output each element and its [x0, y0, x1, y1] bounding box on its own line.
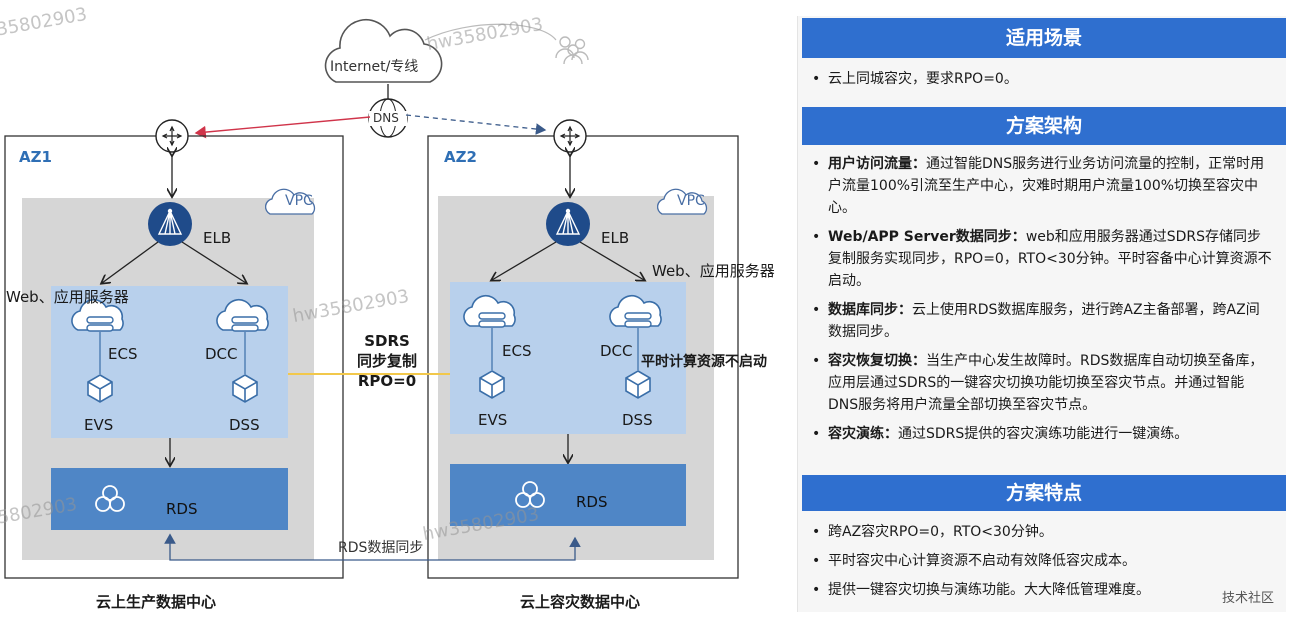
- item-text: web和应用服务器通过SDRS存储同步复制服务实现同步，RPO=0，RTO<30…: [828, 229, 1272, 289]
- az2-dcc-label: DCC: [600, 342, 633, 360]
- az2-vpc-label: VPC: [677, 193, 705, 209]
- az2-elb-icon: [545, 201, 591, 247]
- list-item: 跨AZ容灾RPO=0，RTO<30分钟。: [810, 521, 1272, 543]
- az1-web-label: Web、应用服务器: [6, 288, 129, 306]
- dns-label: DNS: [373, 111, 399, 125]
- az2-dss-label: DSS: [622, 411, 653, 429]
- az2-evs-icon: [479, 370, 505, 399]
- item-heading: 容灾演练：: [828, 426, 898, 442]
- az2-rds-label: RDS: [576, 493, 608, 511]
- az1-rds-block: [51, 468, 288, 530]
- scenario-header: 适用场景: [802, 18, 1286, 58]
- az1-dss-label: DSS: [229, 416, 260, 434]
- az2-router-icon: [553, 119, 587, 153]
- list-item: 提供一键容灾切换与演练功能。大大降低管理难度。: [810, 579, 1272, 601]
- sdrs-line-1: SDRS: [364, 332, 410, 350]
- list-item: 容灾演练：通过SDRS提供的容灾演练功能进行一键演练。: [810, 423, 1272, 445]
- az1-rds-label: RDS: [166, 500, 198, 518]
- item-heading: 用户访问流量：: [828, 156, 926, 172]
- item-heading: Web/APP Server数据同步：: [828, 229, 1026, 245]
- internet-label: Internet/专线: [330, 59, 419, 75]
- az2-elb-label: ELB: [601, 229, 630, 247]
- dns-globe-icon: [368, 98, 408, 138]
- az1-router-icon: [155, 119, 189, 153]
- list-item: 用户访问流量：通过智能DNS服务进行业务访问流量的控制，正常时用户流量100%引…: [810, 153, 1272, 219]
- sdrs-line-3: RPO=0: [357, 372, 417, 390]
- az1-ecs-label: ECS: [108, 345, 138, 363]
- info-panel: 适用场景 云上同城容灾，要求RPO=0。 方案架构 用户访问流量：通过智能DNS…: [797, 16, 1286, 612]
- item-text: 通过智能DNS服务进行业务访问流量的控制，正常时用户流量100%引流至生产中心，…: [828, 156, 1265, 216]
- az1-evs-label: EVS: [84, 416, 114, 434]
- az2-ecs-label: ECS: [502, 342, 532, 360]
- az2-dss-icon: [625, 370, 651, 399]
- az2-web-label: Web、应用服务器: [652, 262, 775, 280]
- architecture-diagram: [4, 19, 739, 579]
- az1-elb-label: ELB: [203, 229, 232, 247]
- az1-dcc-label: DCC: [205, 345, 238, 363]
- features-body: 跨AZ容灾RPO=0，RTO<30分钟。 平时容灾中心计算资源不启动有效降低容灾…: [810, 521, 1272, 608]
- sdrs-note: SDRS 同步复制 RPO=0: [342, 331, 432, 391]
- az1-evs-icon: [87, 374, 113, 403]
- az2-rds-block: [450, 464, 686, 526]
- item-text: 通过SDRS提供的容灾演练功能进行一键演练。: [898, 426, 1189, 442]
- internet-cloud-icon: [324, 19, 443, 83]
- az1-elb-icon: [147, 201, 193, 247]
- sdrs-line-2: 同步复制: [356, 352, 417, 370]
- item-text: 当生产中心发生故障时。RDS数据库自动切换至备库，应用层通过SDRS的一键容灾切…: [828, 353, 1264, 413]
- item-heading: 容灾恢复切换：: [828, 353, 926, 369]
- list-item: 平时容灾中心计算资源不启动有效降低容灾成本。: [810, 550, 1272, 572]
- list-item: Web/APP Server数据同步：web和应用服务器通过SDRS存储同步复制…: [810, 226, 1272, 292]
- footer-note: 技术社区: [1221, 591, 1274, 606]
- standby-note: 平时计算资源不启动: [641, 354, 767, 370]
- rds-sync-label: RDS数据同步: [338, 540, 424, 556]
- users-icon: [555, 36, 589, 65]
- scenario-body: 云上同城容灾，要求RPO=0。: [810, 68, 1272, 97]
- az2-evs-label: EVS: [478, 411, 508, 429]
- item-text: 云上使用RDS数据库服务，进行跨AZ主备部署，跨AZ间数据同步。: [828, 302, 1260, 340]
- architecture-body: 用户访问流量：通过智能DNS服务进行业务访问流量的控制，正常时用户流量100%引…: [810, 153, 1272, 452]
- az1-vpc-label: VPC: [285, 193, 313, 209]
- item-heading: 数据库同步：: [828, 302, 912, 318]
- features-header: 方案特点: [802, 475, 1286, 511]
- list-item: 数据库同步：云上使用RDS数据库服务，进行跨AZ主备部署，跨AZ间数据同步。: [810, 299, 1272, 343]
- list-item: 容灾恢复切换：当生产中心发生故障时。RDS数据库自动切换至备库，应用层通过SDR…: [810, 350, 1272, 416]
- az2-caption: 云上容灾数据中心: [520, 593, 641, 611]
- rds-sync-path: [164, 533, 581, 561]
- architecture-header: 方案架构: [802, 107, 1286, 145]
- az1-label: AZ1: [19, 148, 52, 166]
- list-item: 云上同城容灾，要求RPO=0。: [810, 68, 1272, 90]
- az1-dss-icon: [232, 374, 258, 403]
- az1-caption: 云上生产数据中心: [96, 593, 217, 611]
- az2-label: AZ2: [444, 148, 477, 166]
